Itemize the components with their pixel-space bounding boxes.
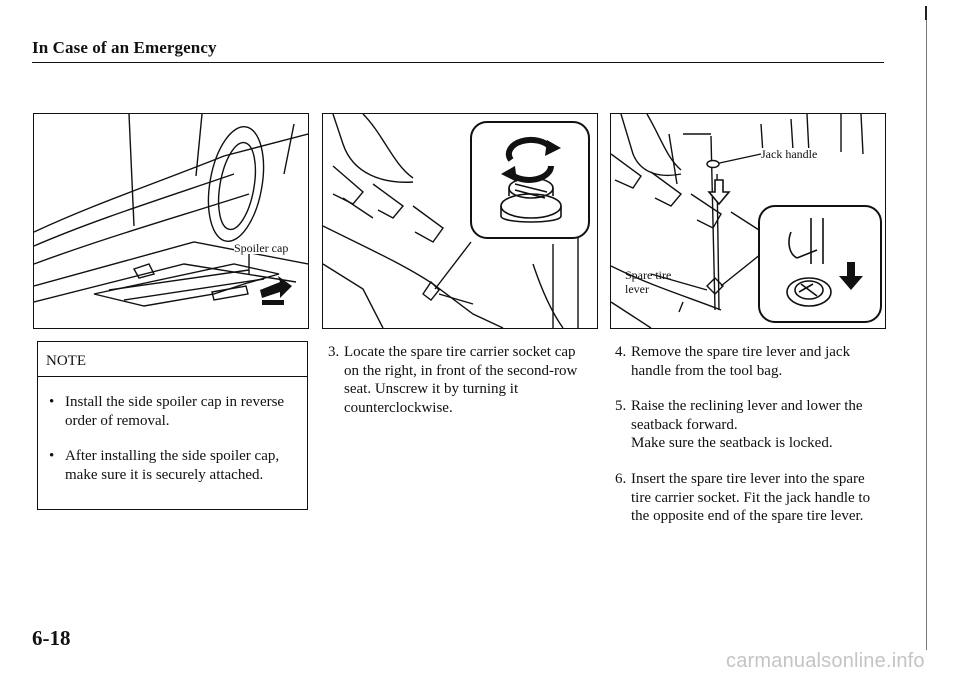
step-5: 5. Raise the reclining lever and lower t… <box>615 397 885 453</box>
step-number: 6. <box>615 471 627 487</box>
note-title: NOTE <box>38 342 307 377</box>
note-item: • Install the side spoiler cap in revers… <box>38 393 285 431</box>
step-4: 4. Remove the spare tire lever and jack … <box>615 343 885 380</box>
spoiler-cap-callout: Spoiler cap <box>234 241 289 255</box>
socket-cap-illustration <box>322 113 598 329</box>
note-item-text: Install the side spoiler cap in reverse … <box>65 394 285 429</box>
step-text: Remove the spare tire lever and jack han… <box>631 344 851 379</box>
step-text: Raise the reclining lever and lower the … <box>631 398 863 433</box>
section-title: In Case of an Emergency <box>32 38 217 57</box>
step-3: 3. Locate the spare tire carrier socket … <box>328 343 594 417</box>
note-item: • After installing the side spoiler cap,… <box>38 447 285 485</box>
watermark: carmanualsonline.info <box>726 650 925 672</box>
spare-tire-lever-callout-line2: lever <box>625 282 649 296</box>
spoiler-cap-illustration: Spoiler cap <box>33 113 309 329</box>
page-edge-tick <box>925 6 927 20</box>
note-item-text: After installing the side spoiler cap, m… <box>65 448 280 483</box>
jack-handle-callout: Jack handle <box>761 147 818 161</box>
socket-drawing <box>323 114 590 328</box>
step-text: Locate the spare tire carrier socket cap… <box>344 344 578 416</box>
step-number: 5. <box>615 398 627 414</box>
spare-tire-lever-illustration: Jack handle Spare tire lever <box>610 113 886 329</box>
step-number: 4. <box>615 344 627 360</box>
step-text: Insert the spare tire lever into the spa… <box>631 471 871 524</box>
step-number: 3. <box>328 344 340 360</box>
bullet-icon: • <box>49 394 55 410</box>
page-edge-line <box>926 10 927 650</box>
bullet-icon: • <box>49 448 55 464</box>
note-box: NOTE • Install the side spoiler cap in r… <box>37 341 308 510</box>
header-rule <box>32 62 884 63</box>
page-number: 6-18 <box>32 626 71 650</box>
step-note: Make sure the seatback is locked. <box>631 435 833 451</box>
spare-tire-lever-callout-line1: Spare tire <box>625 268 672 282</box>
spoiler-drawing <box>34 114 308 307</box>
step-6: 6. Insert the spare tire lever into the … <box>615 470 885 526</box>
lever-drawing <box>611 114 882 328</box>
